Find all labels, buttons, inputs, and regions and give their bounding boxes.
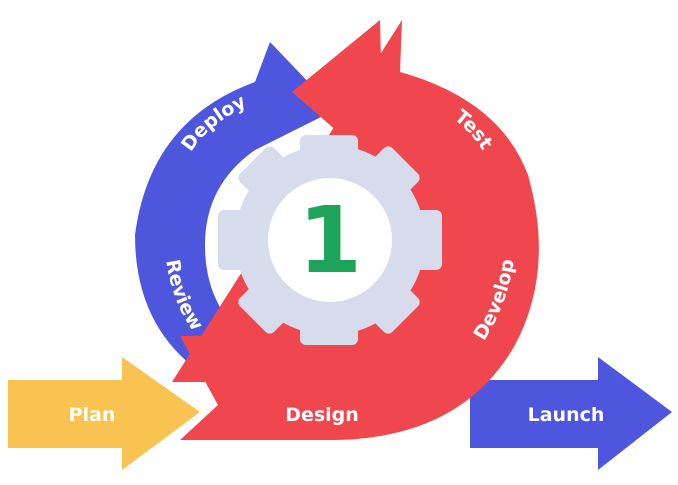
deploy-review-band xyxy=(135,42,335,372)
plan-label: Plan xyxy=(69,404,116,426)
center-number: 1 xyxy=(298,187,362,294)
plan-arrow xyxy=(8,357,200,470)
launch-label: Launch xyxy=(528,404,605,426)
design-label: Design xyxy=(285,404,359,426)
launch-arrow xyxy=(470,357,672,470)
gear-icon xyxy=(218,135,442,345)
